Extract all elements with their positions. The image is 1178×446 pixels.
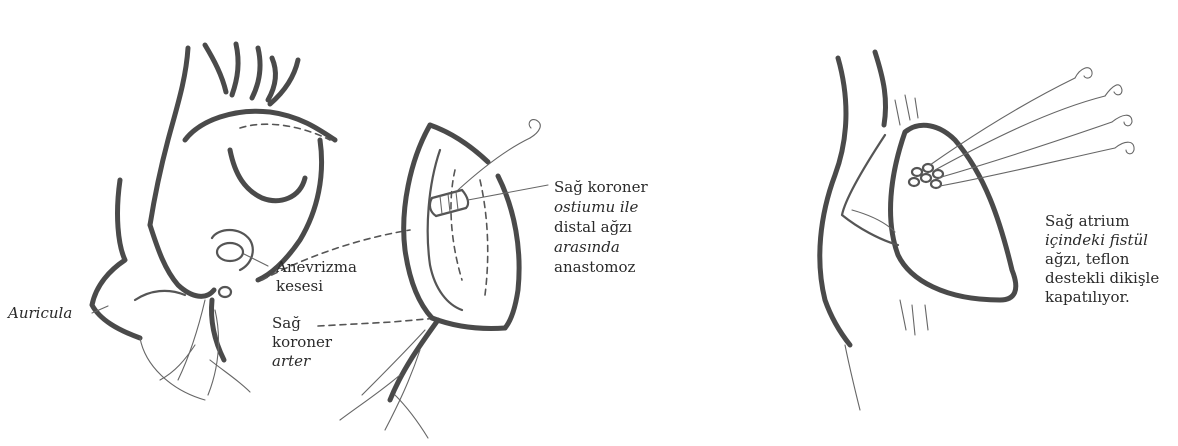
fibers-top <box>895 95 918 125</box>
label-anastomosis-line4: arasında <box>554 238 620 256</box>
incision-outer-right <box>498 176 519 328</box>
incision-inner <box>428 150 462 310</box>
suture-needle <box>529 120 540 138</box>
needle-1 <box>1075 68 1092 78</box>
label-anastomosis-line1: Sağ koroner <box>554 178 648 196</box>
label-aneurysm-line1: Anevrizma <box>276 258 357 276</box>
aneurysm-sac <box>217 243 243 261</box>
label-coronary-line2: koroner <box>272 333 332 351</box>
heart-lower-outline <box>140 338 205 400</box>
coronary-branch-a <box>178 300 205 380</box>
label-auricula: Auricula <box>8 304 72 322</box>
label-aneurysm-line2: kesesi <box>276 277 323 295</box>
pulmonary-trunk <box>230 150 305 201</box>
coronary-branch-d <box>210 360 250 392</box>
teflon-pledgets <box>909 164 943 188</box>
vessel-branch-1 <box>205 45 226 92</box>
aorta-left-wall <box>150 48 188 225</box>
vessel-branch-2 <box>232 44 238 95</box>
graft-left <box>430 198 436 216</box>
graft-top <box>432 190 462 198</box>
needle-4 <box>1115 142 1134 154</box>
label-fistula-line2: içindeki fistül <box>1045 231 1148 249</box>
aortic-arch <box>185 111 335 140</box>
label-fistula-line3: ağzı, teflon <box>1045 250 1129 268</box>
inner-dashed-1 <box>451 170 462 280</box>
lower-vessel <box>845 345 860 410</box>
label-anastomosis-line3: distal ağzı <box>554 218 632 236</box>
atrium-opening <box>891 125 1016 300</box>
distal-branch-d <box>395 395 428 438</box>
right-atrium-outline <box>92 180 140 338</box>
fibers-bottom <box>900 300 928 335</box>
graft-right <box>462 190 468 208</box>
leader-coronary-dashed <box>318 318 438 326</box>
label-anastomosis-line2: ostiumu ile <box>554 198 638 216</box>
atrium-inner-line <box>135 291 185 300</box>
auricula-outline <box>150 225 214 296</box>
needle-2 <box>1105 85 1122 96</box>
graft-stitch-2 <box>448 194 450 212</box>
label-fistula-line4: destekli dikişle <box>1045 269 1159 287</box>
graft-stitch-1 <box>440 196 442 214</box>
vessel-branch-3 <box>252 48 260 98</box>
label-coronary-line1: Sağ <box>272 314 301 332</box>
vessel-branch-4 <box>268 58 275 100</box>
anastomosis-drawing <box>340 120 548 438</box>
outer-wall-top <box>875 52 886 125</box>
left-heart-drawing <box>92 44 438 400</box>
graft-stitch-3 <box>456 192 458 210</box>
suture-1 <box>930 78 1075 165</box>
coronary-ostium <box>219 287 231 297</box>
needle-3 <box>1112 115 1132 126</box>
label-fistula-line1: Sağ atrium <box>1045 212 1129 230</box>
label-coronary-line3: arter <box>272 352 310 370</box>
incision-bottom <box>432 318 505 328</box>
label-anastomosis-line5: anastomoz <box>554 258 635 276</box>
label-fistula-line5: kapatılıyor. <box>1045 288 1130 306</box>
coronary-branch-c <box>160 345 195 380</box>
